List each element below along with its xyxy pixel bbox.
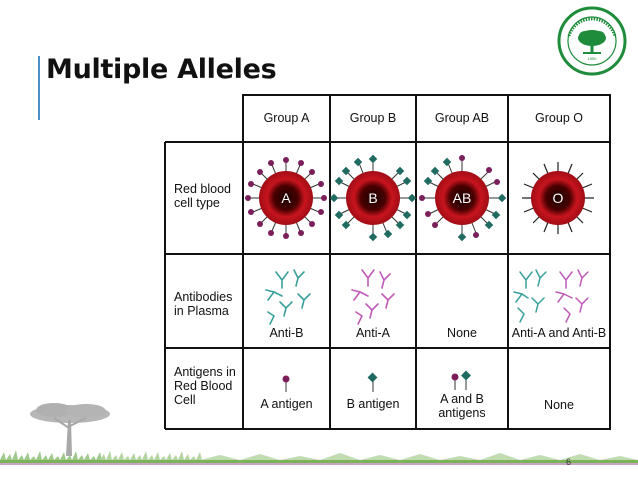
antigen-label-b: B antigen	[346, 397, 400, 411]
row-label-antibodies: Antibodies in Plasma	[174, 290, 233, 318]
slide-title: Multiple Alleles	[46, 54, 277, 85]
anti-b-antibodies-o	[513, 269, 547, 323]
rbc-label-o: O	[552, 190, 564, 206]
header-group-b: Group B	[349, 111, 397, 125]
row-label-rbc-type: Red blood cell type	[174, 182, 231, 210]
a-antigen-icon	[282, 375, 290, 392]
antigen-label-o: None	[544, 398, 574, 412]
rbc-label-ab: AB	[452, 190, 472, 206]
anti-a-antibodies-b	[351, 269, 395, 325]
antibody-label-o: Anti-A and Anti-B	[511, 326, 607, 340]
rbc-label-a: A	[281, 190, 291, 206]
grass-footer-decoration	[0, 450, 638, 465]
blood-group-table: Group A Group B Group AB Group O Red blo…	[164, 94, 611, 430]
header-group-ab: Group AB	[434, 111, 490, 125]
row-label-antigens: Antigens in Red Blood Cell	[174, 365, 236, 407]
antigen-label-ab: A and B antigens	[438, 392, 486, 420]
page-number: 6	[566, 457, 572, 467]
header-group-o: Group O	[535, 111, 583, 125]
svg-text:1950: 1950	[588, 56, 598, 61]
acacia-tree-illustration	[30, 403, 110, 456]
title-accent-bar	[38, 56, 40, 120]
university-seal-logo: 1950	[557, 6, 627, 76]
anti-a-antibodies-o	[555, 269, 589, 323]
table-graphics	[164, 94, 611, 430]
rbc-group-b	[329, 154, 417, 242]
rbc-group-ab	[419, 155, 507, 242]
antibody-label-b: Anti-A	[355, 326, 391, 340]
rbc-group-a	[245, 157, 327, 239]
anti-b-antibodies-a	[265, 269, 311, 325]
antigen-label-a: A antigen	[260, 397, 313, 411]
antibody-label-ab: None	[447, 326, 477, 340]
ab-antigen-icons	[451, 370, 471, 390]
b-antigen-icon	[367, 372, 378, 392]
rbc-label-b: B	[368, 190, 378, 206]
table-grid	[164, 94, 611, 430]
header-group-a: Group A	[263, 111, 310, 125]
rbc-group-o	[522, 162, 594, 234]
antibody-label-a: Anti-B	[269, 326, 304, 340]
